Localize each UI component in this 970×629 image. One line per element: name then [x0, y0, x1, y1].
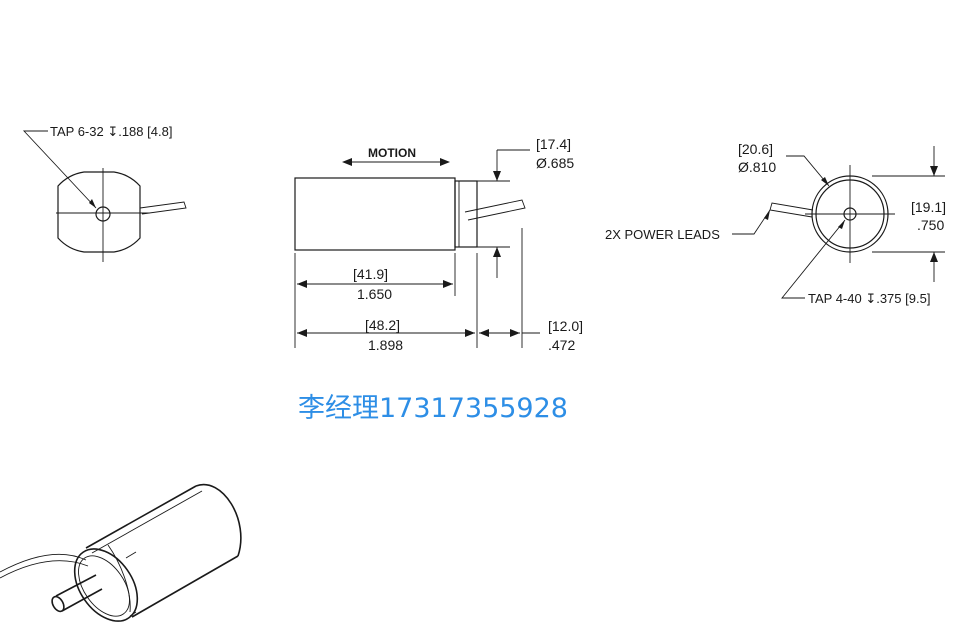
- power-leads: [139, 201, 187, 215]
- contact-text: 李经理17317355928: [298, 393, 568, 424]
- height-mm: [19.1]: [911, 199, 946, 215]
- left-end-view: TAP 6-32 ↧.188 [4.8]: [22, 124, 187, 262]
- height-in: .750: [917, 217, 944, 233]
- shaft-dia-mm: [17.4]: [536, 136, 571, 152]
- shaft-dia-in: Ø.685: [536, 155, 574, 171]
- total-length-mm: [48.2]: [365, 317, 400, 333]
- isometric-view: [0, 483, 242, 622]
- side-power-leads: [464, 199, 526, 221]
- outer-dia-mm: [20.6]: [738, 141, 773, 157]
- end-cap: [454, 180, 478, 248]
- outer-dia-in: Ø.810: [738, 159, 776, 175]
- side-view: MOTION [17.4] Ø.685 [41.9] 1.650 [48.2] …: [294, 136, 583, 353]
- right-power-leads: [769, 202, 814, 218]
- lead-length-in: .472: [548, 337, 575, 353]
- total-length-in: 1.898: [368, 337, 403, 353]
- body-length-in: 1.650: [357, 286, 392, 302]
- left-tap-callout: TAP 6-32 ↧.188 [4.8]: [50, 124, 172, 139]
- motion-label: MOTION: [368, 146, 416, 160]
- iso-power-leads: [0, 553, 89, 579]
- power-leads-label: 2X POWER LEADS: [605, 227, 720, 242]
- body-outline: [294, 177, 456, 251]
- body-length-mm: [41.9]: [353, 266, 388, 282]
- right-tap-callout: TAP 4-40 ↧.375 [9.5]: [808, 291, 930, 306]
- right-end-view: [20.6] Ø.810 [19.1] .750 2X POWER LEADS …: [605, 141, 946, 306]
- lead-length-mm: [12.0]: [548, 318, 583, 334]
